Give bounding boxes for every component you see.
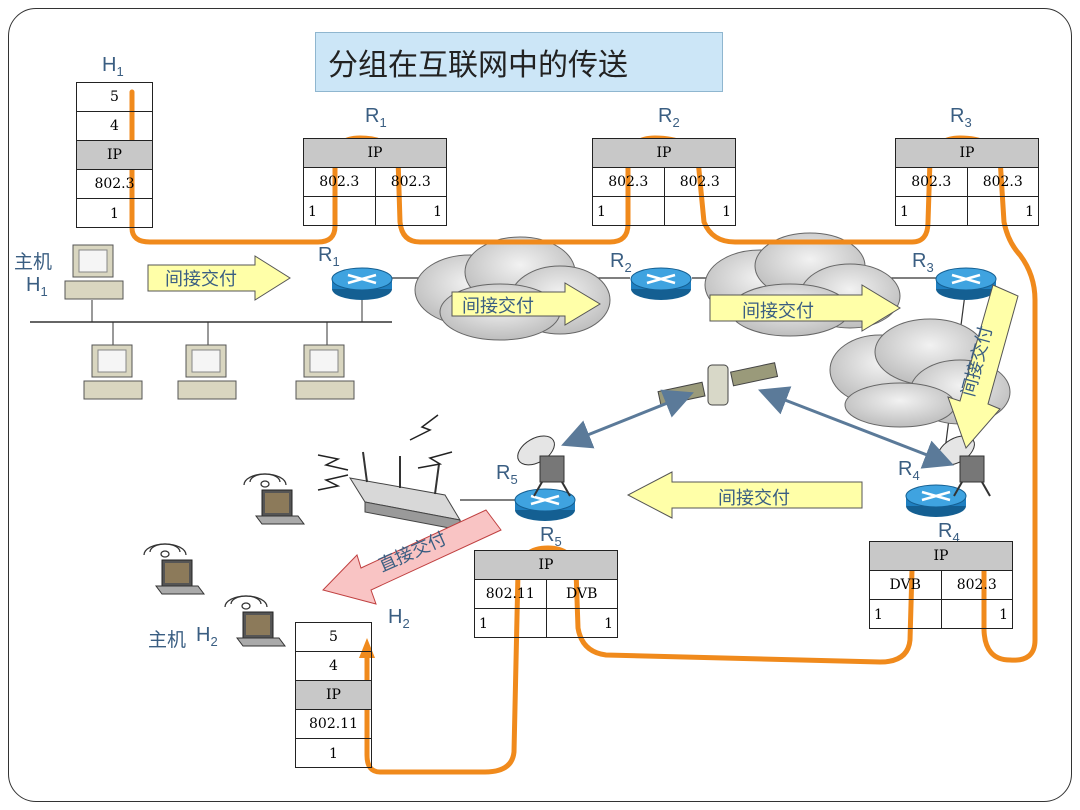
h1-stack-label: H1 — [102, 54, 124, 79]
h1-layer-4: 4 — [77, 112, 152, 141]
indirect-arrow-3 — [709, 284, 901, 332]
r4-table-label: R4 — [938, 520, 960, 545]
r1-protocol-table: IP 802.3 802.3 1 1 — [303, 138, 447, 226]
indirect-arrow-3-text: 间接交付 — [742, 301, 814, 322]
indirect-arrow-2 — [451, 282, 601, 326]
h1-layer-1: 1 — [110, 205, 119, 222]
r2-table-label: R2 — [658, 105, 680, 130]
r3-protocol-table: IP 802.3 802.3 1 1 — [895, 138, 1039, 226]
router-r2 — [630, 267, 692, 300]
slide-title: 分组在互联网中的传送 — [315, 32, 723, 92]
r4-protocol-table: IP DVB 802.3 1 1 — [869, 541, 1013, 629]
r1-phy-right: 1 — [374, 197, 447, 226]
r4-link-left: DVB — [889, 577, 921, 593]
wireless-signal-icons — [143, 473, 287, 610]
r3-node-label: R3 — [912, 250, 934, 275]
router-r5 — [514, 488, 576, 521]
r5-link-left: 802.11 — [485, 586, 535, 602]
r1-node-label: R1 — [318, 244, 340, 269]
r4-phy-left: 1 — [874, 606, 883, 623]
router-r3 — [935, 267, 997, 300]
r3-phy-right: 1 — [966, 197, 1039, 226]
r5-node-label: R5 — [496, 462, 518, 487]
r3-phy-left: 1 — [900, 203, 909, 220]
r5-table-label: R5 — [540, 524, 562, 549]
indirect-arrow-1-text: 间接交付 — [165, 269, 237, 290]
h2-layer-link: 802.11 — [296, 710, 371, 739]
r4-node-label: R4 — [898, 458, 920, 483]
laptop-h2 — [236, 611, 286, 647]
r3-link-right: 802.3 — [966, 168, 1039, 196]
computer-h1 — [64, 244, 124, 300]
r5-link-right: DVB — [545, 580, 618, 608]
h2-layer-4: 4 — [296, 652, 371, 681]
r4-phy-right: 1 — [940, 600, 1013, 629]
h1-protocol-stack: 5 4 IP 802.3 1 — [76, 82, 153, 228]
computer-4 — [295, 344, 355, 400]
host2-id: H2 — [196, 624, 218, 649]
slide-frame — [8, 8, 1072, 802]
router-r1 — [331, 267, 393, 300]
wireless-access-point — [348, 451, 462, 531]
r1-table-label: R1 — [365, 105, 387, 130]
r2-link-left: 802.3 — [608, 174, 649, 190]
h2-protocol-stack: 5 4 IP 802.11 1 — [295, 622, 372, 768]
r5-ip-row: IP — [475, 551, 617, 580]
r3-table-label: R3 — [950, 105, 972, 130]
host1-name: 主机 — [14, 251, 53, 273]
laptop-2 — [155, 559, 205, 595]
host1-id: H1 — [26, 274, 48, 299]
r4-link-right: 802.3 — [940, 571, 1013, 599]
r2-phy-left: 1 — [597, 203, 606, 220]
r5-phy-left: 1 — [479, 615, 488, 632]
h2-layer-5: 5 — [296, 623, 371, 652]
r2-ip-row: IP — [593, 139, 735, 168]
h1-layer-link: 802.3 — [77, 170, 152, 199]
host2-name: 主机 — [148, 629, 187, 651]
r4-ip-row: IP — [870, 542, 1012, 571]
cloud-1 — [414, 236, 611, 341]
router-r4 — [905, 484, 967, 517]
laptop-1 — [255, 489, 305, 525]
indirect-arrow-2-text: 间接交付 — [462, 296, 534, 317]
r3-link-left: 802.3 — [911, 174, 952, 190]
r1-ip-row: IP — [304, 139, 446, 168]
r2-node-label: R2 — [610, 250, 632, 275]
h2-stack-label: H2 — [388, 606, 410, 631]
r5-protocol-table: IP 802.11 DVB 1 1 — [474, 550, 618, 638]
h1-layer-ip: IP — [77, 141, 152, 170]
r3-ip-row: IP — [896, 139, 1038, 168]
indirect-arrow-5 — [626, 471, 863, 519]
h1-layer-5: 5 — [77, 83, 152, 112]
h2-layer-1: 1 — [329, 745, 338, 762]
r5-phy-right: 1 — [545, 609, 618, 638]
indirect-arrow-4 — [947, 284, 1019, 449]
direct-arrow — [322, 509, 502, 605]
computer-3 — [177, 344, 237, 400]
r1-phy-left: 1 — [308, 203, 317, 220]
indirect-arrow-1 — [147, 255, 291, 301]
r1-link-left: 802.3 — [319, 174, 360, 190]
r2-link-right: 802.3 — [663, 168, 736, 196]
computer-2 — [83, 344, 143, 400]
r1-link-right: 802.3 — [374, 168, 447, 196]
indirect-arrow-5-text: 间接交付 — [718, 488, 790, 509]
satellite-dish-r5 — [517, 435, 571, 497]
r2-protocol-table: IP 802.3 802.3 1 1 — [592, 138, 736, 226]
r2-phy-right: 1 — [663, 197, 736, 226]
h2-layer-ip: IP — [296, 681, 371, 710]
